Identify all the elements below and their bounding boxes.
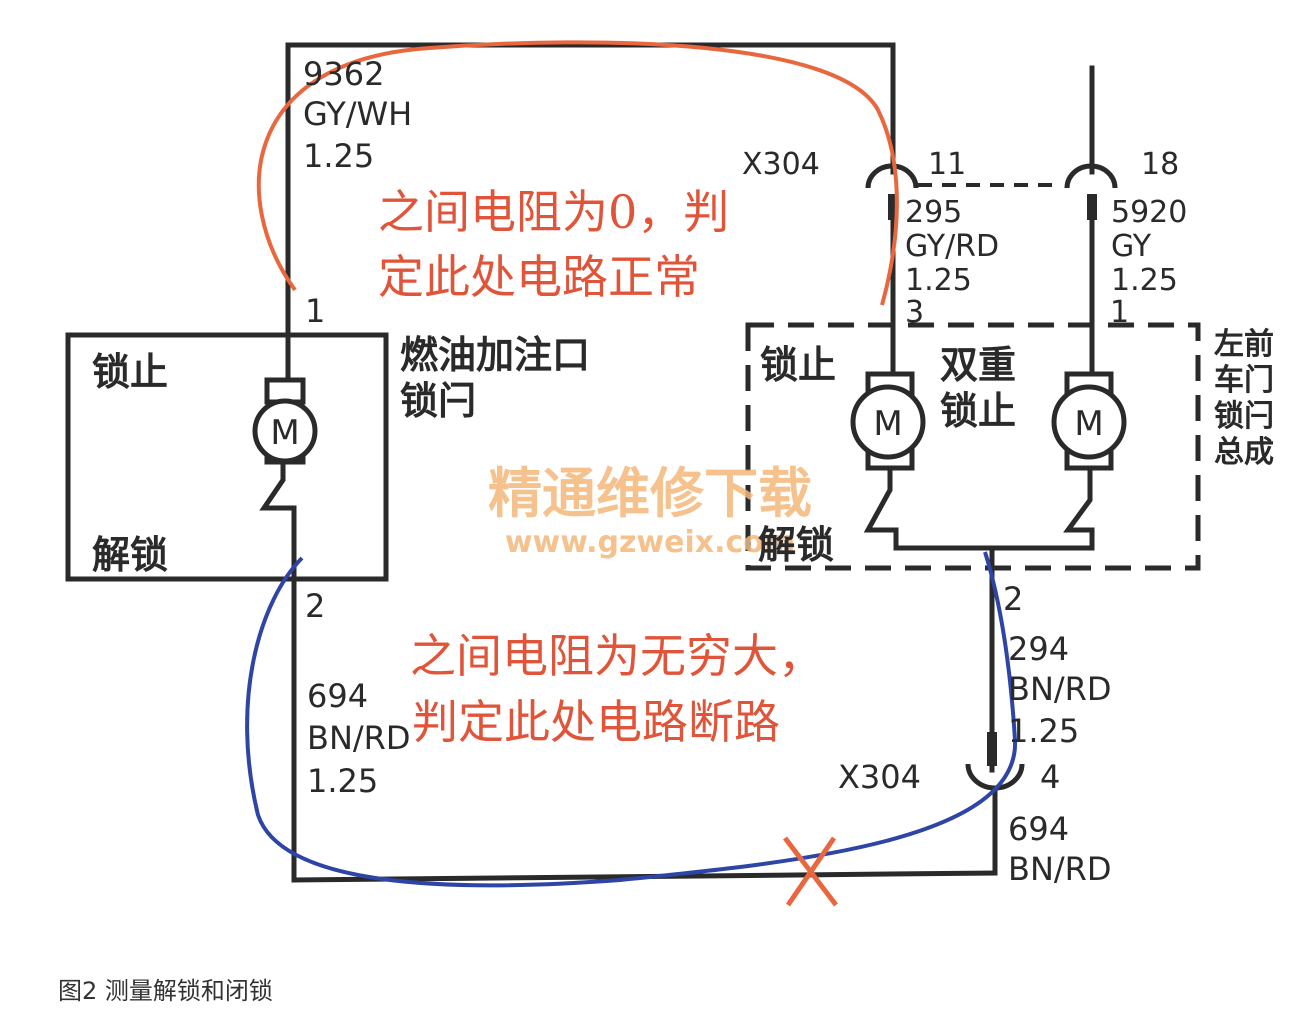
probe-curve-bottom — [245, 551, 1018, 888]
fuel-motor-symbol: M — [270, 413, 299, 453]
x304-pin-4: 4 — [1040, 758, 1060, 796]
wire-295-circuit: 295 — [905, 195, 962, 230]
connector-arc-11 — [865, 163, 919, 189]
fuel-lock-label: 锁止 — [92, 350, 168, 394]
x304-top-label: X304 — [742, 147, 820, 182]
door-motor-b — [1051, 384, 1127, 460]
wire-5920-circuit: 5920 — [1111, 195, 1187, 230]
door-unlock-label: 解锁 — [758, 523, 834, 567]
door-latch-name-2: 车门 — [1214, 363, 1274, 398]
terminal-marker-18 — [1087, 194, 1097, 220]
x304-bottom-label: X304 — [838, 758, 921, 796]
connector-x304-top — [865, 163, 1118, 189]
annotation-bottom-line2: 判定此处电路断路 — [412, 695, 780, 749]
door-switch-a — [863, 468, 992, 551]
connector-x304-bottom — [965, 763, 1025, 791]
door-motor-a — [850, 384, 926, 460]
fuel-latch-name-1: 燃油加注口 — [400, 333, 590, 377]
wire-9362-circuit: 9362 — [303, 55, 384, 93]
wire-295-size: 1.25 — [905, 263, 972, 298]
fault-x-stroke-b — [785, 836, 837, 907]
fuel-latch-box — [65, 332, 389, 582]
wire-294-color: BN/RD — [1008, 670, 1112, 708]
figure-caption: 图2 测量解锁和闭锁 — [58, 977, 273, 1005]
door-latch-name-1: 左前 — [1214, 327, 1274, 362]
door-latch — [745, 322, 1201, 571]
wires — [285, 42, 1095, 883]
wire-694-left-size: 1.25 — [307, 762, 378, 800]
terminal-marker-4 — [987, 732, 997, 766]
wire-295-color: GY/RD — [905, 229, 999, 264]
fault-x-mark — [783, 836, 838, 907]
fuel-pin-2: 2 — [305, 587, 325, 625]
watermark-url: www.gzweix.com — [505, 525, 795, 560]
door-pin-2: 2 — [1003, 580, 1023, 618]
fuel-latch-name-2: 锁闩 — [400, 379, 476, 423]
connector-arc-18 — [1064, 163, 1118, 189]
door-pin-1: 1 — [1110, 295, 1129, 330]
probe-curve-top — [256, 40, 899, 306]
door-latch-dashed-box — [745, 322, 1201, 571]
door-motor-b-symbol: M — [1074, 404, 1103, 444]
door-double-lock-2: 锁止 — [940, 389, 1016, 433]
fuel-pin-1: 1 — [305, 292, 325, 330]
wire-694-right-color: BN/RD — [1008, 850, 1112, 888]
x304-pin-11: 11 — [928, 147, 966, 182]
x304-pin-18: 18 — [1141, 147, 1179, 182]
fuel-motor-lead-bottom — [259, 462, 297, 560]
fuel-motor — [252, 398, 318, 464]
annotation-top-line1: 之间电阻为0，判 — [378, 185, 729, 239]
door-double-lock-1: 双重 — [940, 343, 1016, 387]
door-lock-label: 锁止 — [760, 343, 836, 387]
wire-9362-color: GY/WH — [303, 95, 412, 133]
door-latch-name-3: 锁闩 — [1214, 399, 1274, 434]
fuel-unlock-label: 解锁 — [92, 533, 168, 577]
wire-5920-color: GY — [1111, 229, 1152, 264]
wire-294-circuit: 294 — [1008, 630, 1069, 668]
annotation-top-line2: 定此处电路正常 — [378, 250, 700, 304]
annotation-bottom-line1: 之间电阻为无穷大， — [410, 629, 824, 683]
door-pin-3: 3 — [905, 295, 924, 330]
terminal-markers — [888, 194, 1097, 766]
wire-694-left-color: BN/RD — [307, 719, 411, 757]
wire-294-size: 1.25 — [1008, 712, 1079, 750]
door-motor-a-symbol: M — [873, 404, 902, 444]
wire-5920-size: 1.25 — [1111, 263, 1178, 298]
wire-9362-size: 1.25 — [303, 137, 374, 175]
door-switch-b — [992, 468, 1095, 551]
wire-694-right-circuit: 694 — [1008, 810, 1069, 848]
terminal-marker-11 — [888, 194, 898, 220]
watermark-title: 精通维修下载 — [488, 462, 812, 525]
connector-arc-4 — [965, 763, 1025, 791]
door-latch-name-4: 总成 — [1214, 435, 1274, 470]
fuel-latch — [65, 332, 389, 582]
wire-694-left-circuit: 694 — [307, 677, 368, 715]
